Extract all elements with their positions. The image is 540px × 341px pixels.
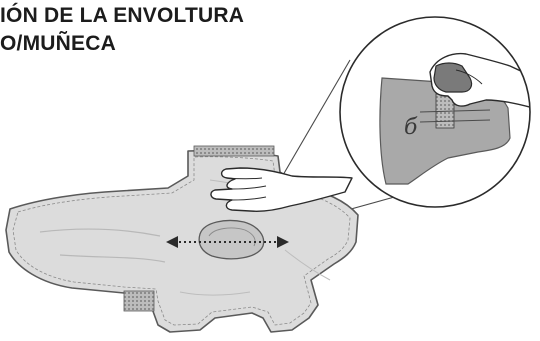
magnifier-inset: б [339, 16, 531, 208]
velcro-strip-top [193, 145, 275, 157]
heading-line-1: IÓN DE LA ENVOLTURA [0, 4, 245, 27]
double-dotted-arrow-icon [166, 236, 289, 248]
heading-line-2: O/MUÑECA [0, 32, 116, 55]
center-pad [198, 219, 265, 260]
gripping-hand-icon [429, 52, 530, 111]
instruction-heading: IÓN DE LA ENVOLTURA O/MUÑECA [0, 2, 330, 58]
flat-hand-icon [210, 167, 353, 212]
inset-tab-mark: б [404, 115, 418, 140]
velcro-tab-left [123, 290, 155, 312]
wrap-body [5, 145, 359, 333]
